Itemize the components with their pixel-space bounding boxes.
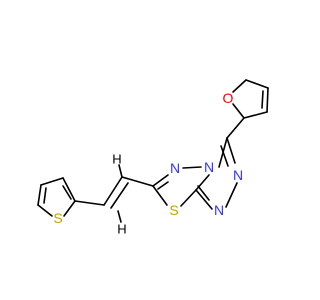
bond-thiophene-s-c5	[37, 204, 53, 217]
bond-thiophene-c4-c3	[40, 177, 64, 186]
bond-triazole-n1-c7a	[195, 189, 213, 210]
bond-thiophene-c3-c2	[62, 177, 76, 202]
atom-s-thiadiazole: S	[169, 202, 178, 218]
bond-triazole-c3-n2-inner	[220, 145, 229, 167]
atom-n-triazole-1: N	[214, 202, 224, 218]
bond-thiophene-c5-c4	[37, 184, 42, 206]
bond-vinyl-h-upper	[118, 164, 123, 178]
bond-furan-c3-c4-inner	[261, 90, 264, 109]
atom-s-thiophene: S	[53, 210, 62, 226]
bond-thiadiazole-n5-c6	[152, 174, 169, 187]
atom-label-layer: O N N N N S S H H	[53, 90, 243, 237]
bond-vinyl-double-inner	[110, 182, 129, 209]
bond-layer	[37, 79, 269, 223]
atom-h-vinyl-lower: H	[117, 222, 126, 237]
bond-furan-c3-c4	[266, 87, 269, 113]
bond-triazole-c7a-n4	[195, 174, 210, 191]
bond-thiadiazole-s-c7a	[180, 189, 197, 207]
bond-c6-vinyl	[121, 176, 154, 187]
bond-thiadiazole-n5-c6-inner	[157, 181, 169, 190]
bond-vinyl-thiophene	[74, 200, 105, 206]
bond-thiadiazole-c6-s	[152, 185, 168, 206]
bond-furan-c4-c5	[245, 79, 269, 89]
bond-furan-o-c2	[232, 103, 245, 119]
molecule-structure: O N N N N S S H H	[37, 79, 269, 237]
bond-thiophene-c3-c2-inner	[62, 185, 72, 200]
bond-triazole-n1-c7a-inner	[197, 185, 210, 201]
bond-thiophene-c2-s	[63, 200, 76, 217]
bond-furan-c2-triazole	[226, 117, 245, 139]
bond-furan-c2-c3	[243, 111, 268, 119]
bond-thiophene-c5-c4-inner	[43, 187, 47, 204]
bond-vinyl-h-lower	[117, 210, 122, 223]
bond-triazole-c3-n2	[226, 137, 236, 164]
bond-furan-c5-o	[232, 79, 247, 93]
bond-vinyl-double	[103, 176, 123, 206]
atom-n-triazole-2: N	[233, 167, 243, 183]
atom-h-vinyl-upper: H	[112, 152, 121, 167]
bond-triazole-n2-n1	[225, 182, 238, 208]
atom-n-ring-upper: N	[170, 160, 180, 176]
atom-o-furan: O	[223, 90, 234, 106]
bond-thiadiazole-n4-n5	[182, 166, 202, 169]
atom-n-bridge: N	[204, 159, 214, 175]
